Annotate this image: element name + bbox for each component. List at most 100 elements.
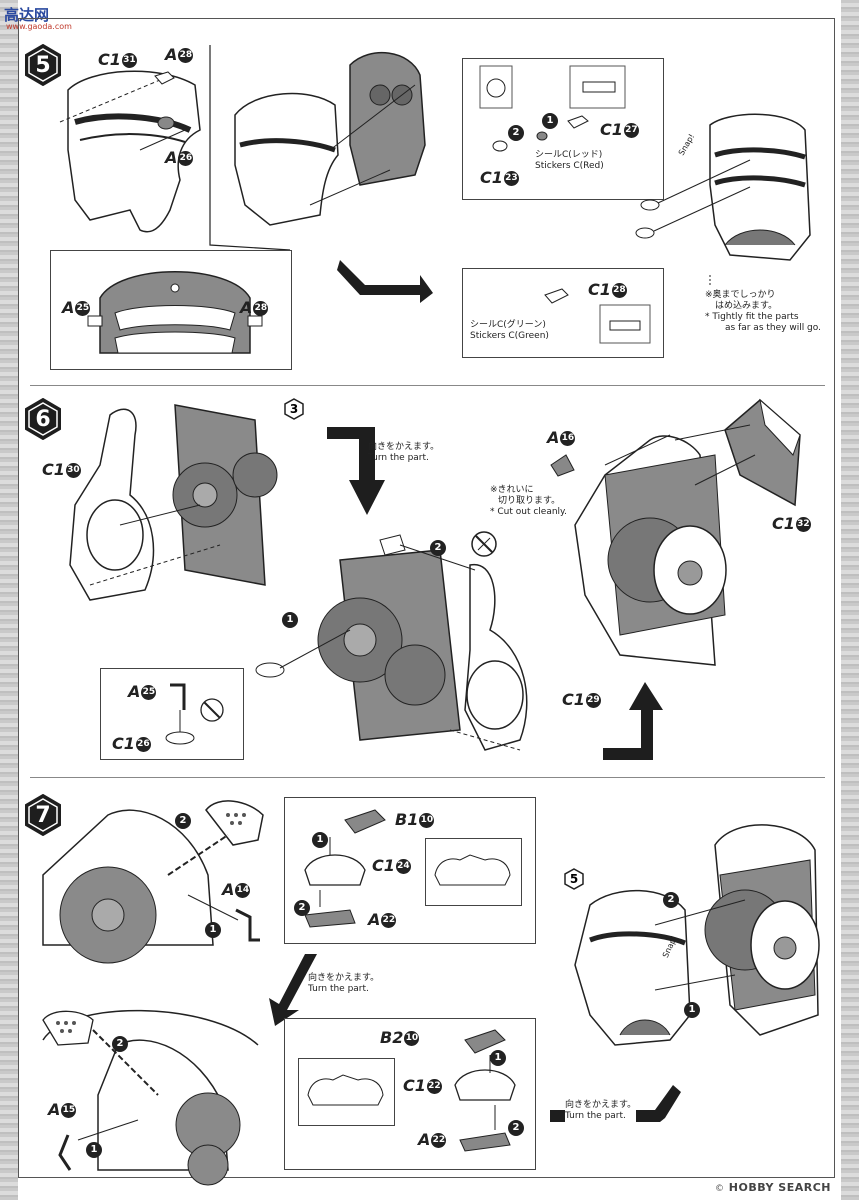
sequence-marker: 2 [663,892,679,908]
sequence-marker: 2 [175,813,191,829]
torso-assembly-drawing [255,534,528,751]
label-text: C1 [600,120,623,139]
label-text: A [240,298,253,317]
label-text: C1 [403,1076,426,1095]
site-logo-text: 高达网 [4,6,50,24]
label-text: A [165,148,178,167]
label-text: A [547,428,560,447]
note-en: Stickers C(Red) [535,161,604,171]
small-pin-parts [154,71,175,130]
part-number: 28 [253,301,269,316]
step-badge-5: 5 [24,43,62,87]
label-text: C1 [98,50,121,69]
turn-note: 向きをかえます。Turn the part. [565,1100,637,1122]
section-divider [30,385,825,386]
label-text: C1 [588,280,611,299]
tight-fit-note: ※奥までしっかり はめ込みます。 * Tightly fit the parts… [705,290,821,334]
part-number: 15 [61,1103,77,1118]
sequence-marker: 1 [684,1002,700,1018]
part-number: 25 [141,685,157,700]
turn-note: 向きをかえます。Turn the part. [308,973,379,995]
sequence-marker: 1 [205,922,221,938]
label-text: A [368,910,381,929]
sequence-marker: 2 [294,900,310,916]
plate-detail-drawing [434,854,511,886]
note-jp: 切り取ります。 [498,496,561,506]
sequence-marker: 1 [86,1142,102,1158]
part-number: 22 [426,1079,442,1094]
a16-part [550,454,575,477]
sticker-green-note: シールC(グリーン)Stickers C(Green) [470,320,549,342]
watermark-copyright: © [714,1184,725,1194]
part-number: 28 [178,48,194,63]
direction-arrow [603,682,663,760]
turn-note: 向きをかえます。Turn the part. [368,442,439,464]
note-jp: ※きれいに [490,485,534,495]
note-en: Stickers C(Green) [470,331,549,341]
label-text: C1 [372,856,395,875]
cut-icon [471,531,497,557]
ref-step-3-badge: 3 [283,398,305,420]
sequence-marker: 2 [508,125,524,141]
label-text: A [62,298,75,317]
note-en: * Cut out cleanly. [490,507,567,517]
label-text: C1 [42,460,65,479]
sequence-marker: 2 [430,540,446,556]
sequence-marker: 1 [490,1050,506,1066]
inset-pin-drawing [165,683,224,745]
part-number: 24 [395,859,411,874]
head-front-drawing [635,113,811,285]
torso-side-drawing [69,404,278,601]
sequence-marker: 2 [508,1120,524,1136]
site-logo: 高达网 www.gaoda.com [4,4,72,31]
torso-lower-drawing [42,1009,259,1186]
section-divider [30,777,825,778]
part-number: 14 [235,883,251,898]
inset-head-interior [87,271,263,354]
sticker-green-drawing [544,288,651,344]
sticker-red-drawing [479,65,626,152]
part-number: 16 [560,431,576,446]
label-text: A [128,682,141,701]
note-jp: 向きをかえます。 [308,973,380,983]
part-number: 25 [75,301,91,316]
part-number: 26 [135,737,151,752]
hobby-search-watermark: © HOBBY SEARCH [715,1181,831,1194]
direction-arrow [327,427,385,515]
note-en: Turn the part. [308,984,369,994]
label-text: B1 [395,810,419,829]
label-text: A [222,880,235,899]
note-jp: シールC(グリーン) [470,320,546,330]
direction-arrow [337,260,433,303]
part-number: 26 [178,151,194,166]
step-number: 5 [35,52,51,78]
plate-detail-drawing [307,1074,384,1106]
label-text: C1 [112,734,135,753]
step-number: 6 [35,406,51,432]
note-jp: 向きをかえます。 [368,442,440,452]
step-badge-7: 7 [24,793,62,837]
part-number: 29 [585,693,601,708]
label-text: C1 [772,514,795,533]
right-page-edge [841,0,859,1200]
part-number: 30 [65,463,81,478]
direction-arrow [269,954,317,1026]
label-text: A [418,1130,431,1149]
cut-note: ※きれいに 切り取ります。 * Cut out cleanly. [490,485,567,518]
visor-part-drawing [59,70,201,233]
